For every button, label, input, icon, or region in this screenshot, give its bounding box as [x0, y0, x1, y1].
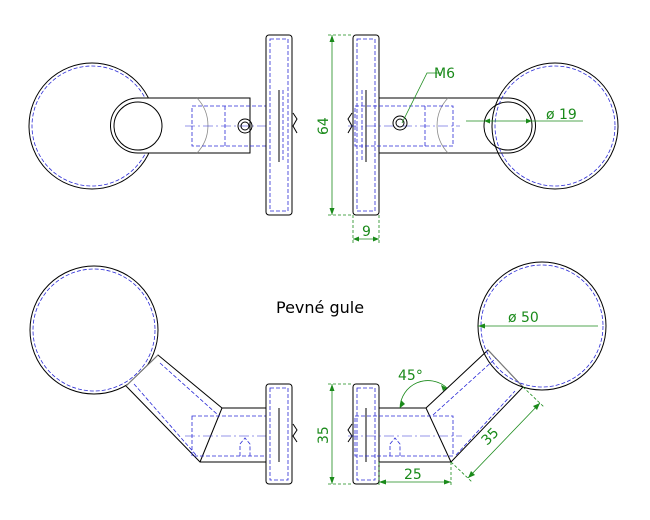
- dim-plate-height-bottom: 35: [316, 383, 353, 485]
- dim-ball-diameter-label: ø 50: [508, 310, 539, 326]
- dim-angle: 45°: [398, 368, 448, 409]
- dim-plate-height-top-label: 64: [316, 117, 332, 135]
- dim-plate-thickness-label: 9: [362, 224, 371, 240]
- dim-plate-height-top: 64: [316, 34, 353, 216]
- top-left-arm: [110, 97, 278, 154]
- bottom-view: ø 50 45° 35 35: [29, 261, 607, 486]
- dim-hole-diameter-label: ø 19: [546, 107, 577, 123]
- top-view: M6 ø 19 64 9: [28, 34, 619, 243]
- dim-plate-thickness: 9: [352, 215, 380, 243]
- dim-stem-length-label: 25: [404, 467, 422, 483]
- bottom-left-plate: [265, 383, 298, 485]
- dim-thread-label: M6: [434, 66, 455, 82]
- drawing-caption: Pevné gule: [276, 298, 364, 317]
- dim-stem-length: 25: [378, 462, 452, 486]
- top-left-plate: [265, 34, 298, 216]
- dim-angle-label: 45°: [398, 368, 423, 384]
- dim-plate-height-bottom-label: 35: [316, 426, 332, 444]
- dim-hole-diameter: ø 19: [466, 107, 583, 124]
- top-right-plate: [347, 34, 380, 216]
- bottom-left-ball: [29, 265, 159, 395]
- bottom-left-arm: [125, 354, 280, 463]
- dim-thread-m6: M6: [401, 66, 455, 124]
- bottom-right-plate: [347, 383, 380, 485]
- top-right-ball: [491, 62, 619, 190]
- dim-ball-diameter: ø 50: [478, 310, 598, 329]
